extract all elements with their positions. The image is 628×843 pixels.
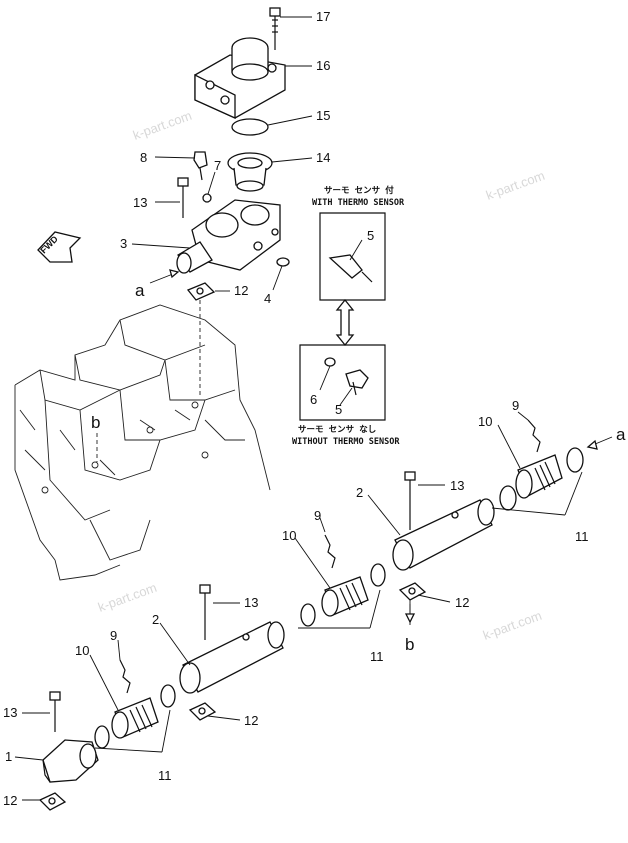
callout-13-top: 13	[133, 195, 147, 210]
bolt-13-top	[177, 177, 189, 218]
watermark-2: k-part.com	[484, 168, 547, 203]
without-thermo-sensor-box: サーモ センサ なし WITHOUT THERMO SENSOR	[292, 344, 400, 447]
leader-lines	[14, 16, 583, 801]
with-sensor-en: WITH THERMO SENSOR	[312, 198, 405, 208]
oring-low-a	[160, 684, 176, 708]
letter-b-lower: b	[405, 635, 414, 654]
callout-4: 4	[264, 291, 271, 306]
callout-16: 16	[316, 58, 330, 73]
bolt-13-mid-left	[199, 584, 211, 640]
callout-9-low: 9	[110, 628, 117, 643]
with-thermo-sensor-box: サーモ センサ 付 WITH THERMO SENSOR	[312, 185, 405, 301]
flow-arrows	[149, 269, 613, 624]
hose-10-mid	[321, 576, 369, 617]
thermostat-housing-3	[176, 199, 281, 274]
washer-7	[202, 193, 212, 203]
watermark-3: k-part.com	[96, 580, 159, 615]
callout-13-mid-right: 13	[450, 478, 464, 493]
oring-mid-b	[300, 603, 316, 627]
callout-3: 3	[120, 236, 127, 251]
sensor-plug-8	[193, 151, 208, 181]
callout-11-right: 11	[575, 529, 589, 544]
callout-6: 6	[310, 392, 317, 407]
with-sensor-jp: サーモ センサ 付	[324, 185, 394, 196]
callout-9-mid: 9	[314, 508, 321, 523]
callout-2-lower: 2	[152, 612, 159, 627]
clamp-9-right	[527, 419, 541, 453]
without-sensor-en: WITHOUT THERMO SENSOR	[292, 437, 400, 447]
thermostat-cover-16	[194, 37, 286, 120]
letter-a-left: a	[135, 281, 145, 300]
without-sensor-jp: サーモ センサ なし	[298, 425, 376, 435]
callout-12-bottom: 12	[3, 793, 17, 808]
thermo-sensor-5	[328, 254, 373, 283]
gasket-12-top	[186, 282, 216, 301]
callout-7: 7	[214, 158, 221, 173]
gasket-ring-15	[231, 118, 269, 136]
pipe-2-upper	[392, 498, 495, 571]
callout-2-upper: 2	[356, 485, 363, 500]
callout-5-sensor: 5	[367, 228, 374, 243]
oring-right-a	[566, 447, 584, 473]
callout-17: 17	[316, 9, 330, 24]
reference-letters: a a b b	[91, 281, 626, 654]
clamp-9-mid	[324, 534, 336, 569]
letter-b-engine: b	[91, 413, 100, 432]
gasket-12-low	[188, 702, 217, 721]
oring-mid-a	[370, 563, 386, 587]
callout-1: 1	[5, 749, 12, 764]
watermark-1: k-part.com	[131, 108, 194, 143]
callout-13-mid-left: 13	[244, 595, 258, 610]
callout-12-mid: 12	[455, 595, 469, 610]
oring-right-b	[499, 485, 517, 511]
callout-11-low: 11	[158, 768, 172, 783]
clamp-9-low	[119, 659, 131, 694]
washer-6	[324, 357, 336, 367]
callout-10-right: 10	[478, 414, 492, 429]
gasket-12-mid	[398, 582, 427, 601]
gasket-12-bottom	[38, 792, 67, 811]
engine-block	[14, 300, 271, 581]
callout-10-mid: 10	[282, 528, 296, 543]
callout-10-low: 10	[75, 643, 89, 658]
oring-low-b	[94, 725, 110, 749]
fwd-arrow: FWD	[37, 231, 82, 263]
callout-12-top: 12	[234, 283, 248, 298]
callout-13-bottom: 13	[3, 705, 17, 720]
plug-5	[345, 369, 369, 396]
plug-4	[276, 257, 290, 267]
letter-a-right: a	[616, 425, 626, 444]
hose-10-right	[515, 454, 563, 499]
elbow-1	[42, 739, 99, 783]
callout-8: 8	[140, 150, 147, 165]
callout-12-low: 12	[244, 713, 258, 728]
hose-10-low	[111, 697, 159, 739]
callout-5-plug: 5	[335, 402, 342, 417]
callout-9-right: 9	[512, 398, 519, 413]
callout-11-mid: 11	[370, 649, 384, 664]
thermostat-14	[227, 152, 273, 192]
watermark-4: k-part.com	[481, 608, 544, 643]
bolt-17	[269, 7, 281, 50]
pipe-2-lower	[179, 621, 285, 694]
callout-15: 15	[316, 108, 330, 123]
double-arrow	[335, 298, 355, 347]
callout-numbers: 17 16 15 14 8 7 13 3 5 4 12 6 5 9 10 13 …	[3, 9, 589, 808]
callout-14: 14	[316, 150, 330, 165]
bolt-13-mid-right	[404, 471, 416, 530]
bolt-13-bottom	[49, 691, 61, 732]
